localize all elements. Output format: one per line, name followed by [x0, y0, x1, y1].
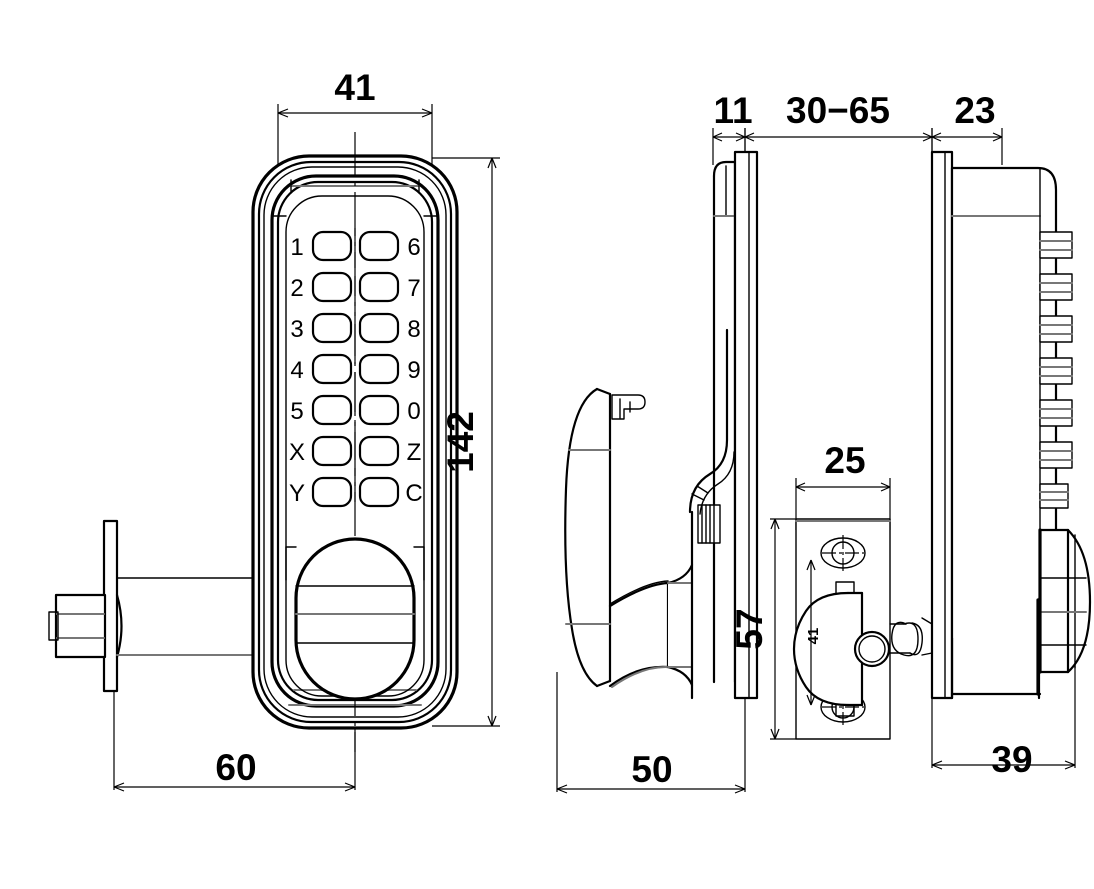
keypad-button-right[interactable] — [358, 476, 400, 508]
key-stub — [1039, 315, 1073, 343]
latch-bolt-profile — [792, 559, 891, 717]
key-row: 5 0 — [290, 394, 421, 426]
dimension-label-handle-projection: 50 — [631, 749, 672, 790]
dimension-labels: 41 142 60 11 30−65 23 25 57 41 50 39 — [215, 67, 1032, 790]
dimension-label-front-width: 41 — [334, 67, 375, 108]
keypad-label-left: 2 — [290, 275, 303, 302]
dimension-latch-height — [770, 518, 796, 740]
side-lever-handle[interactable] — [564, 387, 670, 688]
keypad-button-left[interactable] — [311, 312, 353, 344]
break-line-symbol — [889, 617, 933, 657]
dimension-label-knob-projection: 39 — [991, 739, 1032, 780]
keypad-button-stubs — [1039, 231, 1073, 509]
keypad-label-right: Z — [407, 439, 422, 466]
key-row: X Z — [289, 435, 422, 467]
keypad-button-left[interactable] — [311, 230, 353, 262]
keypad-button-left[interactable] — [311, 435, 353, 467]
keypad-button-right[interactable] — [358, 435, 400, 467]
dimension-label-door-thickness: 30−65 — [786, 90, 890, 131]
keypad-button-right[interactable] — [358, 353, 400, 385]
dimension-label-latch-height: 57 — [729, 608, 770, 649]
keypad-button-left[interactable] — [311, 271, 353, 303]
keypad-button-left[interactable] — [311, 394, 353, 426]
keypad-label-left: 1 — [290, 234, 303, 261]
key-stub — [1039, 441, 1073, 469]
front-view: 1 6 2 7 3 8 4 9 — [48, 104, 500, 792]
key-stub — [1039, 231, 1073, 259]
keypad-label-right: 9 — [407, 357, 420, 384]
keypad-label-left: X — [289, 439, 305, 466]
keypad-label-left: 5 — [290, 398, 303, 425]
keypad-label-right: 8 — [407, 316, 420, 343]
key-stub — [1039, 357, 1073, 385]
key-stub — [1039, 273, 1073, 301]
front-latch-bolt — [48, 519, 297, 693]
dimension-label-front-height: 142 — [440, 411, 481, 473]
key-row: 2 7 — [290, 271, 421, 303]
keypad: 1 6 2 7 3 8 4 9 — [289, 228, 423, 508]
front-turn-knob[interactable] — [285, 537, 425, 701]
dimension-label-front-backset: 60 — [215, 747, 256, 788]
keypad-label-right: 0 — [407, 398, 420, 425]
key-row: 4 9 — [290, 353, 421, 385]
key-row: 3 8 — [290, 312, 421, 344]
dimension-escutcheon-back — [931, 128, 1003, 165]
keypad-button-left[interactable] — [311, 353, 353, 385]
key-row: 1 6 — [290, 230, 421, 262]
keypad-button-left[interactable] — [311, 476, 353, 508]
keypad-button-right[interactable] — [358, 230, 400, 262]
keypad-button-right[interactable] — [358, 312, 400, 344]
key-stub — [1039, 399, 1073, 427]
keypad-button-right[interactable] — [358, 271, 400, 303]
side-latch-assembly — [770, 478, 933, 740]
keypad-label-right: 6 — [407, 234, 420, 261]
keypad-button-right[interactable] — [358, 394, 400, 426]
dimension-handle-projection — [556, 672, 746, 794]
dimension-door-thickness — [744, 128, 933, 165]
keypad-label-left: 4 — [290, 357, 303, 384]
dimension-label-escutcheon-front: 11 — [713, 90, 752, 131]
keypad-label-left: Y — [289, 480, 305, 507]
dimension-label-latch-bore: 41 — [805, 628, 822, 645]
keypad-label-right: C — [405, 480, 422, 507]
latch-screw-hole-top — [820, 535, 866, 571]
key-row: Y C — [289, 476, 423, 508]
key-stub — [1039, 483, 1069, 509]
dimension-label-escutcheon-back: 23 — [954, 90, 995, 131]
dimension-front-width — [277, 104, 433, 170]
keypad-label-left: 3 — [290, 316, 303, 343]
keypad-label-right: 7 — [407, 275, 420, 302]
side-rear-keypad-body — [930, 150, 1092, 700]
side-rear-knob[interactable] — [1038, 528, 1092, 674]
dimension-label-latch-width: 25 — [824, 440, 865, 481]
dimension-front-height — [432, 157, 500, 727]
dimension-knob-projection — [931, 662, 1076, 770]
side-front-escutcheon — [666, 150, 759, 700]
side-view — [556, 128, 1092, 794]
